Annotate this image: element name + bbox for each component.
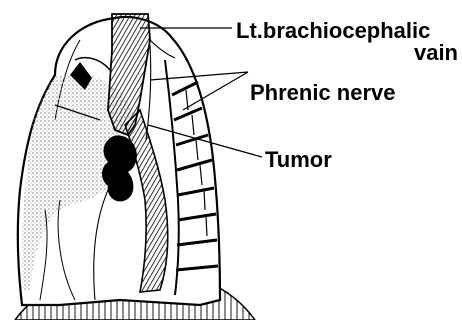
label-phrenic-nerve: Phrenic nerve: [250, 80, 396, 105]
label-brachiocephalic-vein-line2: vain: [414, 40, 458, 65]
label-tumor: Tumor: [265, 147, 332, 172]
label-brachiocephalic-vein: Lt.brachiocephalic: [236, 18, 430, 43]
